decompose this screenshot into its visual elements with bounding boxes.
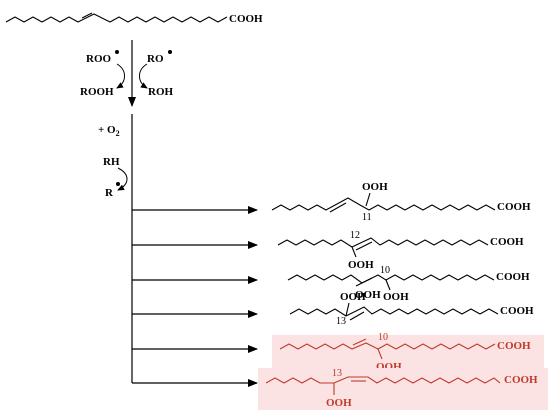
product-2-ooh-bond bbox=[351, 246, 357, 258]
product-1-double-bond bbox=[329, 202, 347, 213]
label-roo: ROO bbox=[86, 53, 112, 65]
product-4-position: 13 bbox=[336, 316, 346, 327]
roo-radical-dot bbox=[115, 50, 119, 54]
product-4-double-bond bbox=[349, 311, 365, 321]
product-1-ooh: OOH bbox=[362, 181, 388, 193]
product-4-cooh: COOH bbox=[500, 305, 534, 317]
product-1-cooh: COOH bbox=[497, 201, 531, 213]
product-5-double-bond bbox=[352, 338, 367, 346]
product-5: OOH 10 COOH bbox=[272, 332, 544, 373]
product-2-position: 12 bbox=[350, 230, 360, 241]
product-6-highlight bbox=[258, 368, 548, 410]
r-radical-dot bbox=[116, 182, 120, 186]
product-3-double-bond bbox=[355, 277, 373, 287]
label-o2: + O2 bbox=[98, 124, 120, 138]
label-ro: RO bbox=[147, 53, 164, 65]
start-cooh: COOH bbox=[229, 13, 263, 25]
product-3-ooh-right: OOH bbox=[383, 291, 409, 303]
product-5-cooh: COOH bbox=[497, 340, 531, 352]
product-arrows bbox=[132, 206, 258, 387]
product-1-ooh-bond bbox=[365, 192, 371, 207]
curve-arrow-left bbox=[116, 63, 125, 89]
product-6-position: 13 bbox=[332, 368, 342, 379]
product-2-chain bbox=[277, 237, 489, 248]
product-1-position: 11 bbox=[362, 212, 372, 223]
product-2: OOH 12 COOH bbox=[277, 230, 524, 271]
product-6-ooh: OOH bbox=[326, 397, 352, 409]
product-6-chain bbox=[265, 376, 501, 384]
oxygen-step: + O2 RH R bbox=[98, 124, 128, 199]
label-rh: RH bbox=[103, 156, 120, 168]
label-r: R bbox=[105, 187, 114, 199]
product-4-ooh: OOH bbox=[340, 291, 366, 303]
product-4-ooh-bond bbox=[345, 302, 350, 317]
product-4-chain bbox=[289, 306, 499, 317]
product-5-ooh-bond bbox=[377, 348, 383, 360]
product-4: OOH 13 COOH bbox=[289, 291, 534, 327]
label-roh: ROH bbox=[148, 86, 174, 98]
product-3-chain bbox=[287, 274, 495, 284]
product-3-ooh-bond bbox=[385, 279, 391, 291]
start-double-bond bbox=[81, 12, 93, 19]
product-1-chain bbox=[271, 197, 496, 211]
curve-arrow-right bbox=[139, 63, 148, 89]
product-2-double-bond bbox=[355, 241, 373, 251]
product-3-ooh-left: OOH bbox=[355, 289, 381, 301]
ro-radical-dot bbox=[168, 50, 172, 54]
radical-step: ROO RO ROOH ROH bbox=[80, 50, 174, 98]
product-5-chain bbox=[279, 342, 496, 350]
product-2-cooh: COOH bbox=[490, 236, 524, 248]
curve-arrow-rh bbox=[117, 167, 128, 191]
starting-fatty-acid: COOH bbox=[5, 12, 263, 25]
product-5-position: 10 bbox=[378, 332, 388, 343]
product-6: OOH 13 COOH bbox=[258, 368, 548, 410]
label-rooh: ROOH bbox=[80, 86, 114, 98]
product-6-cooh: COOH bbox=[504, 374, 538, 386]
product-3: OOH OOH 10 COOH bbox=[287, 265, 530, 303]
product-3-position: 10 bbox=[380, 265, 390, 276]
product-5-highlight bbox=[272, 335, 544, 369]
product-2-ooh: OOH bbox=[348, 259, 374, 271]
start-chain bbox=[5, 13, 228, 23]
product-1: OOH 11 COOH bbox=[271, 181, 531, 223]
product-3-cooh: COOH bbox=[496, 271, 530, 283]
